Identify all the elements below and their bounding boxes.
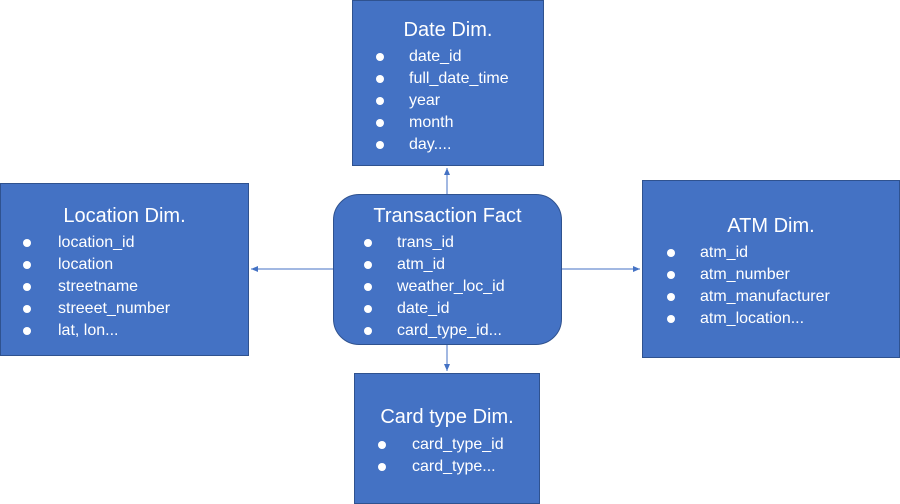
card-type-dim-box: Card type Dim. card_type_id card_type... xyxy=(354,373,540,504)
transaction-fact-title: Transaction Fact xyxy=(373,205,522,227)
date-dim-field: month xyxy=(353,112,543,134)
bullet-icon xyxy=(364,305,372,313)
bullet-icon xyxy=(364,327,372,335)
location-dim-title: Location Dim. xyxy=(63,205,186,227)
location-dim-field: location_id xyxy=(1,232,248,254)
bullet-icon xyxy=(667,249,675,257)
date-dim-box: Date Dim. date_id full_date_time year mo… xyxy=(352,0,544,166)
card-type-dim-field: card_type_id xyxy=(355,434,539,456)
bullet-icon xyxy=(364,261,372,269)
atm-dim-field: atm_manufacturer xyxy=(643,286,899,308)
atm-dim-field: atm_location... xyxy=(643,308,899,330)
date-dim-field: day.... xyxy=(353,134,543,156)
transaction-fact-field-list: trans_id atm_id weather_loc_id date_id c… xyxy=(334,232,561,342)
transaction-fact-field: card_type_id... xyxy=(334,320,561,342)
location-dim-field: streeet_number xyxy=(1,298,248,320)
date-dim-field-list: date_id full_date_time year month day...… xyxy=(353,46,543,156)
bullet-icon xyxy=(364,283,372,291)
transaction-fact-field: atm_id xyxy=(334,254,561,276)
bullet-icon xyxy=(23,261,31,269)
date-dim-field: full_date_time xyxy=(353,68,543,90)
bullet-icon xyxy=(378,463,386,471)
bullet-icon xyxy=(376,75,384,83)
atm-dim-field: atm_id xyxy=(643,242,899,264)
date-dim-field: year xyxy=(353,90,543,112)
bullet-icon xyxy=(667,293,675,301)
card-type-dim-field-list: card_type_id card_type... xyxy=(355,434,539,478)
bullet-icon xyxy=(667,315,675,323)
card-type-dim-title: Card type Dim. xyxy=(380,406,514,428)
bullet-icon xyxy=(23,239,31,247)
location-dim-box: Location Dim. location_id location stree… xyxy=(0,183,249,356)
transaction-fact-field: weather_loc_id xyxy=(334,276,561,298)
bullet-icon xyxy=(667,271,675,279)
location-dim-field: streetname xyxy=(1,276,248,298)
location-dim-field: lat, lon... xyxy=(1,320,248,342)
date-dim-title: Date Dim. xyxy=(403,19,493,41)
bullet-icon xyxy=(376,53,384,61)
location-dim-field: location xyxy=(1,254,248,276)
date-dim-field: date_id xyxy=(353,46,543,68)
atm-dim-field: atm_number xyxy=(643,264,899,286)
bullet-icon xyxy=(23,327,31,335)
bullet-icon xyxy=(23,305,31,313)
transaction-fact-field: date_id xyxy=(334,298,561,320)
transaction-fact-field: trans_id xyxy=(334,232,561,254)
card-type-dim-field: card_type... xyxy=(355,456,539,478)
atm-dim-field-list: atm_id atm_number atm_manufacturer atm_l… xyxy=(643,242,899,330)
transaction-fact-box: Transaction Fact trans_id atm_id weather… xyxy=(333,194,562,345)
atm-dim-box: ATM Dim. atm_id atm_number atm_manufactu… xyxy=(642,180,900,358)
bullet-icon xyxy=(364,239,372,247)
location-dim-field-list: location_id location streetname streeet_… xyxy=(1,232,248,342)
bullet-icon xyxy=(376,97,384,105)
bullet-icon xyxy=(376,141,384,149)
bullet-icon xyxy=(378,441,386,449)
bullet-icon xyxy=(376,119,384,127)
bullet-icon xyxy=(23,283,31,291)
atm-dim-title: ATM Dim. xyxy=(727,215,815,237)
